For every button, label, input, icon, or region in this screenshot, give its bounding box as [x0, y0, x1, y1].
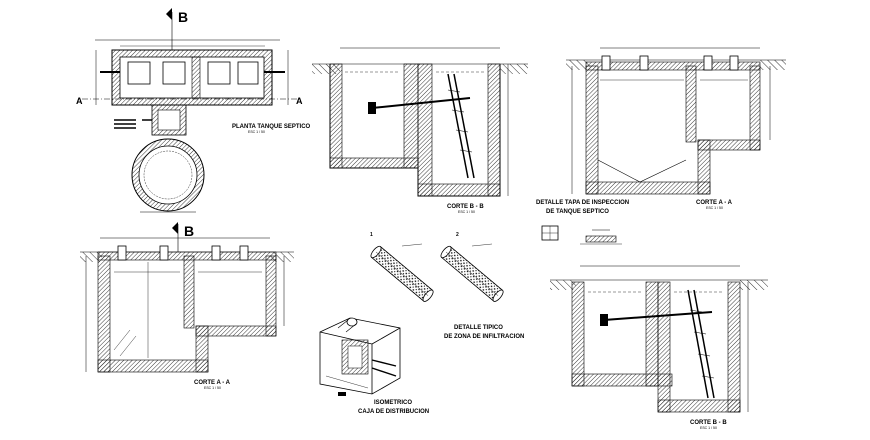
- section-mark-b-bottom: B: [184, 223, 194, 239]
- callout-one: 1: [370, 232, 373, 238]
- section-cut-a-top: [566, 47, 786, 195]
- section-mark-a-plan-right: A: [296, 96, 303, 106]
- section-cut-a-bottom: [80, 222, 294, 373]
- caption-cut-b-top-scale: ESC 1 / 50: [458, 210, 475, 214]
- septic-tank-plan: [82, 8, 302, 213]
- lid-detail: [541, 225, 622, 245]
- caption-cut-a-bottom-scale: ESC 1 / 50: [204, 386, 221, 390]
- caption-cut-a-bottom: CORTE A - A: [194, 380, 231, 386]
- caption-cut-a-top: CORTE A - A: [696, 200, 733, 206]
- caption-cut-b-bottom-scale: ESC 1 / 50: [700, 426, 717, 430]
- section-cut-b-bottom: [550, 265, 768, 413]
- caption-infiltration-line2: DE ZONA DE INFILTRACION: [444, 334, 524, 340]
- caption-box-line1: ISOMETRICO: [374, 400, 412, 406]
- caption-cut-a-top-scale: ESC 1 / 50: [706, 206, 723, 210]
- infiltration-detail: [370, 243, 504, 302]
- distribution-box-isometric: [319, 317, 401, 396]
- callout-two: 2: [456, 232, 459, 238]
- section-mark-a-plan-left: A: [76, 96, 83, 106]
- caption-cut-b-top: CORTE B - B: [447, 204, 484, 210]
- caption-lid-line1: DETALLE TAPA DE INSPECCION: [536, 200, 629, 206]
- caption-lid-line2: DE TANQUE SEPTICO: [546, 209, 609, 215]
- caption-infiltration-line1: DETALLE TIPICO: [454, 325, 503, 331]
- caption-box-line2: CAJA DE DISTRIBUCION: [358, 409, 429, 415]
- caption-plan-scale: ESC 1 / 50: [248, 130, 265, 134]
- section-cut-b-top: [312, 47, 528, 197]
- section-mark-b-top: B: [178, 9, 188, 25]
- caption-cut-b-bottom: CORTE B - B: [690, 420, 727, 426]
- caption-plan: PLANTA TANQUE SEPTICO: [232, 124, 311, 130]
